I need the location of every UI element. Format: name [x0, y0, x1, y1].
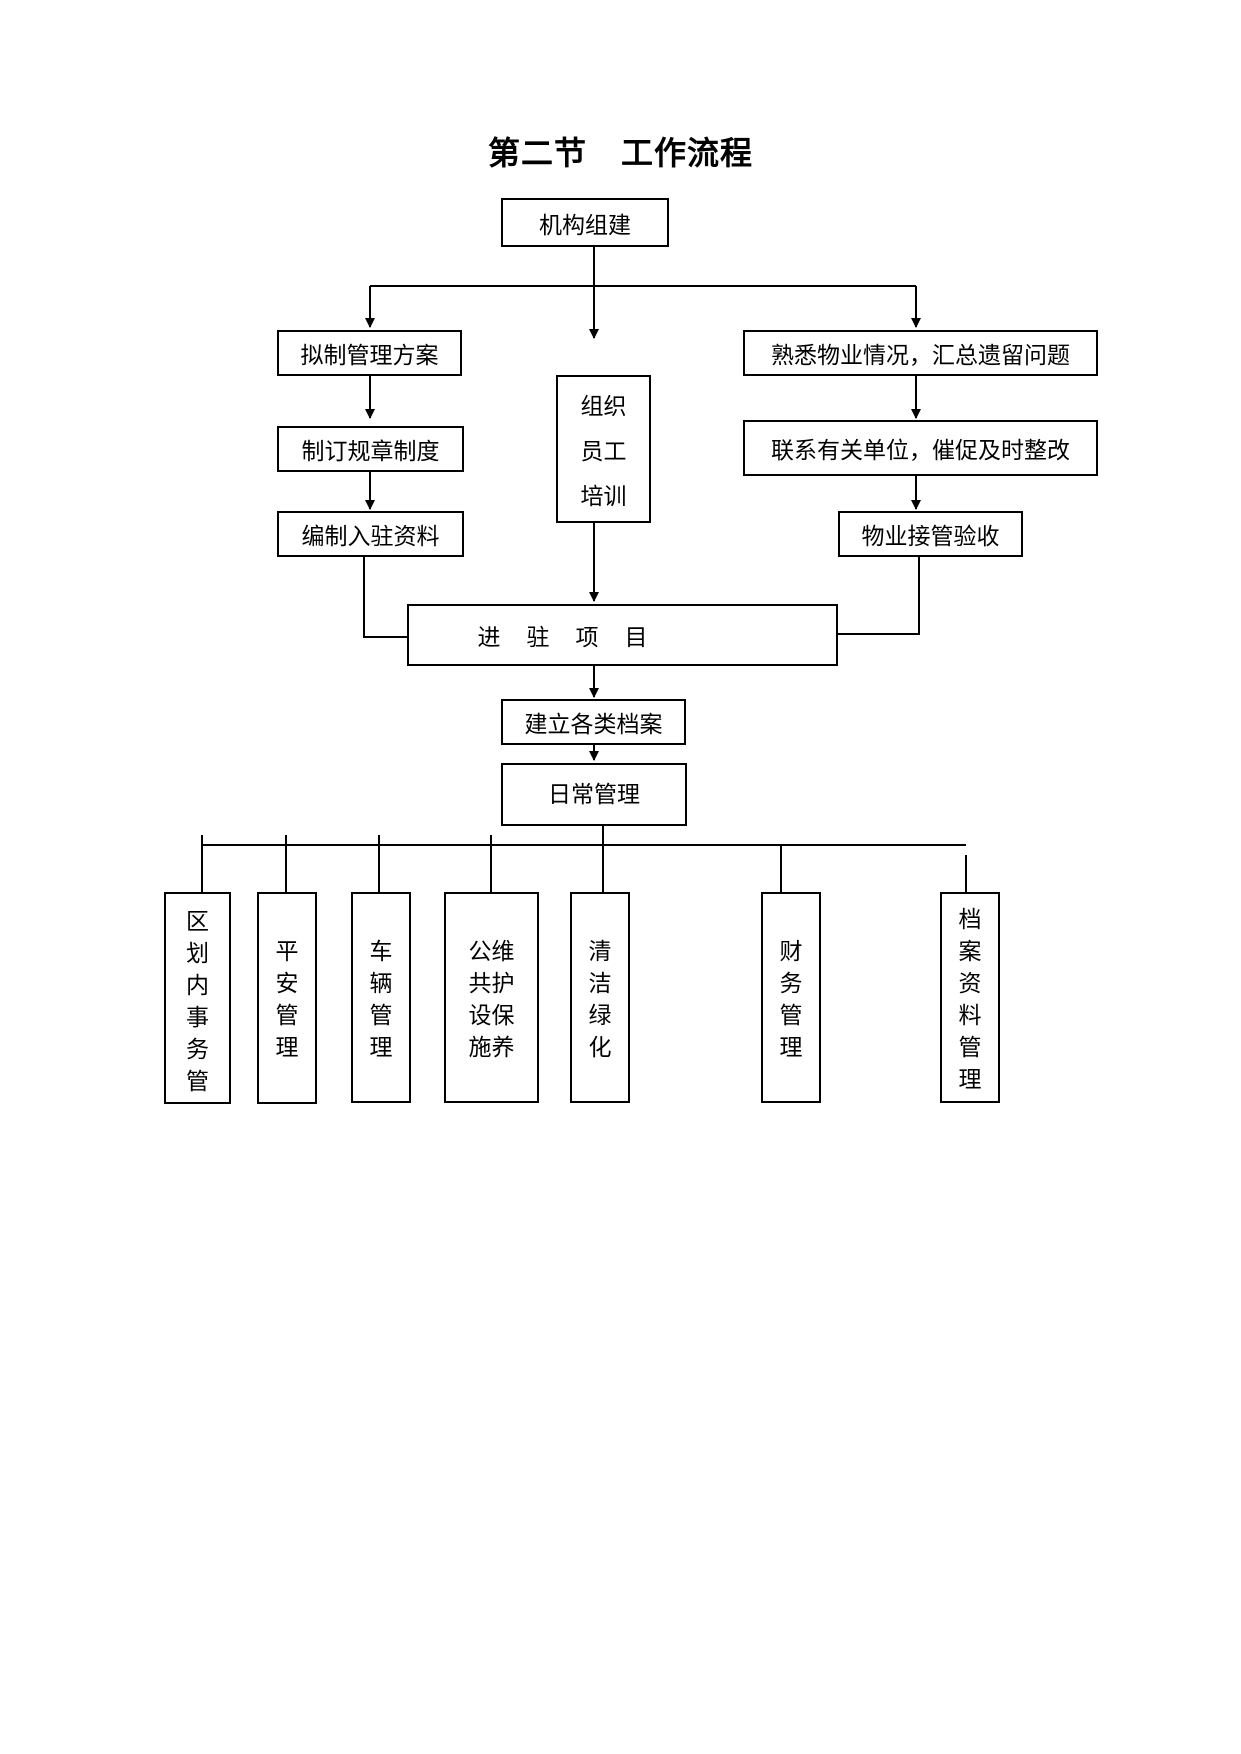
dept-label: 区 划 内 事 务 管 [186, 909, 209, 1095]
node-org-setup: 机构组建 [501, 198, 669, 247]
dept-label: 车 辆 管 理 [369, 939, 393, 1061]
connector-materials-enter [363, 556, 407, 638]
node-daily-management: 日常管理 [501, 763, 687, 826]
title-section-number: 第二节 [487, 134, 587, 172]
dept-label: 财 务 管 理 [779, 939, 803, 1061]
dept-vehicles: 车 辆 管 理 [351, 892, 411, 1103]
dept-cleaning-greening: 清 洁 绿 化 [570, 892, 630, 1103]
dept-finance: 财 务 管 理 [761, 892, 821, 1103]
node-staff-training: 组织 员工 培训 [556, 375, 651, 523]
node-draft-plan: 拟制管理方案 [277, 330, 462, 376]
node-rules: 制订规章制度 [277, 426, 464, 472]
node-acceptance: 物业接管验收 [838, 511, 1023, 557]
node-familiarize: 熟悉物业情况，汇总遗留问题 [743, 330, 1098, 376]
dept-label: 清 洁 绿 化 [588, 939, 612, 1061]
node-contact-units: 联系有关单位，催促及时整改 [743, 420, 1098, 476]
dept-label: 平 安 管 理 [275, 939, 299, 1061]
node-archives: 建立各类档案 [501, 699, 686, 745]
connector-acceptance-enter [837, 556, 920, 635]
node-materials: 编制入驻资料 [277, 511, 464, 557]
page-title: 第二节工作流程 [0, 128, 1241, 174]
dept-label: 档 案 资 料 管 理 [958, 907, 982, 1093]
dept-district-affairs: 区 划 内 事 务 管 [164, 892, 231, 1104]
dept-safety: 平 安 管 理 [257, 892, 317, 1104]
title-text: 工作流程 [621, 134, 754, 172]
dept-facility-maintenance: 公维 共护 设保 施养 [444, 892, 539, 1103]
node-staff-training-label: 组织 员工 培训 [580, 394, 627, 510]
dept-label: 公维 共护 设保 施养 [468, 939, 515, 1061]
dept-archives-management: 档 案 资 料 管 理 [940, 892, 1000, 1103]
node-enter-project: 进驻项目 [407, 604, 838, 666]
